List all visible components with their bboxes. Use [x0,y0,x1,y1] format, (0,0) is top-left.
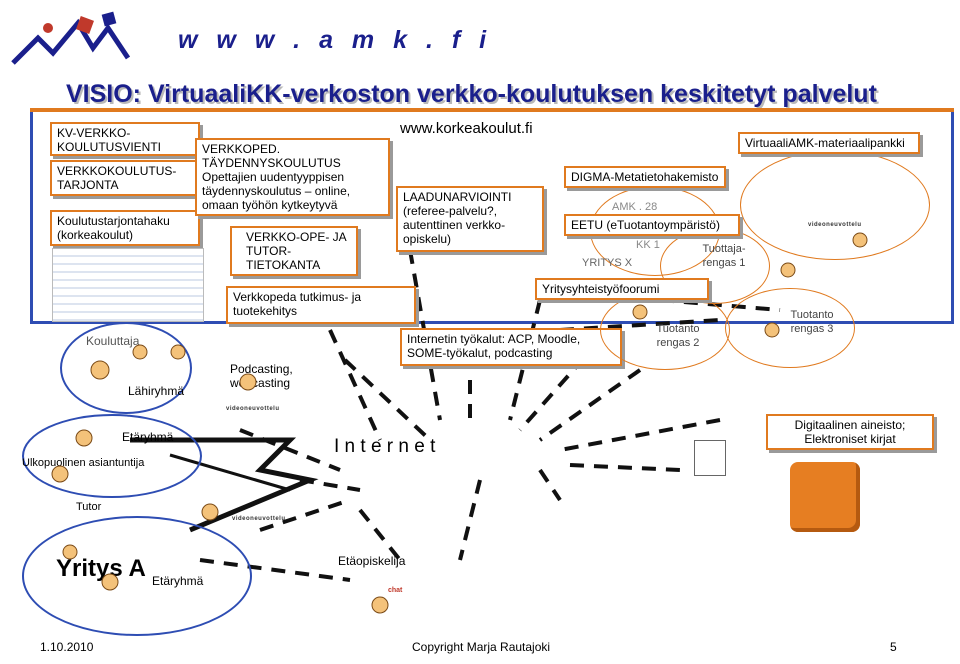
course-offering-text: VERKKOKOULUTUS-TARJONTA [57,164,177,192]
quality-text: LAADUNARVIOINTI (referee-palvelu?, auten… [403,190,512,246]
production-ring-2-label: Tuotanto rengas 2 [656,323,700,349]
local-group-ellipse [60,322,192,414]
remote-group-2-label: Etäryhmä [152,574,204,588]
footer-copyright: Copyright Marja Rautajoki [412,640,551,654]
company-a-ellipse [22,516,252,636]
remote-group-label: Etäryhmä [122,430,174,444]
page-title: VISIO: VirtuaaliKK-verkoston verkko-koul… [66,80,877,108]
tutor-database-box: VERKKO-OPE- JA TUTOR-TIETOKANTA [230,226,358,276]
research-box: Verkkopeda tutkimus- ja tuotekehitys [226,286,416,324]
orange-divider [30,108,954,112]
training-box: VERKKOPED. TÄYDENNYSKOULUTUS Opettajien … [195,138,390,216]
quality-box: LAADUNARVIOINTI (referee-palvelu?, auten… [396,186,544,252]
metadata-directory-box: DIGMA-Metatietohakemisto [564,166,726,188]
logo-graphic-icon [11,11,131,65]
portal-url[interactable]: www.korkeakoulut.fi [400,120,533,137]
production-ring-3-label: Tuotanto rengas 3 [790,309,834,335]
course-search-text: Koulutustarjontahaku (korkeakoulut) [57,214,170,242]
internet-label: I n t e r n e t [334,436,436,457]
digital-material-box: Digitaalinen aineisto; Elektroniset kirj… [766,414,934,450]
research-text: Verkkopeda tutkimus- ja tuotekehitys [233,290,362,318]
kv-export-box: KV-VERKKO-KOULUTUSVIENTI [50,122,200,156]
tutor-database-text: VERKKO-OPE- JA TUTOR-TIETOKANTA [246,230,347,272]
e-book-icon [790,462,860,532]
production-env-box: EETU (eTuotantoympäristö) [564,214,740,236]
company-x-label: YRITYS X [582,257,633,269]
local-group-label: Lähiryhmä [128,384,185,398]
amk-label: AMK . 28 [612,201,658,213]
internet-tools-box: Internetin työkalut: ACP, Moodle, SOME-t… [400,328,622,366]
material-bank-text: VirtuaaliAMK-materiaalipankki [745,136,905,150]
amk-logo [8,8,178,78]
remote-student-label: Etäopiskelija [338,554,406,568]
company-forum-box: Yritysyhteistyöfoorumi [535,278,709,300]
remote-group-ellipse [22,414,202,498]
course-offering-box: VERKKOKOULUTUS-TARJONTA [50,160,200,196]
external-expert-label: Ulkopuolinen asiantuntija [22,457,145,469]
kv-export-text: KV-VERKKO-KOULUTUSVIENTI [57,126,162,154]
company-forum-text: Yritysyhteistyöfoorumi [542,282,660,296]
digital-material-text: Digitaalinen aineisto; Elektroniset kirj… [794,418,906,446]
production-env-text: EETU (eTuotantoympäristö) [571,218,720,232]
videoconference-label-2: videoneuvottelu [226,406,280,412]
logo-url-text: w w w . a m k . f i [178,26,493,54]
production-ring-3 [725,288,855,368]
footer-page-number: 5 [890,640,897,654]
videoconference-label-1: videoneuvottelu [808,222,862,228]
training-text: VERKKOPED. TÄYDENNYSKOULUTUS Opettajien … [202,142,351,212]
search-screenshot [52,248,204,322]
videoconference-label-3: videoneuvottelu [232,516,286,522]
trainer-label: Kouluttaja [86,334,140,348]
tutor-label: Tutor [76,501,102,513]
producer-ring-1-label: Tuottaja-rengas 1 [702,243,746,269]
course-search-box[interactable]: Koulutustarjontahaku (korkeakoulut) [50,210,200,246]
chat-label: chat [388,587,403,594]
document-icon [694,440,726,476]
material-bank-box: VirtuaaliAMK-materiaalipankki [738,132,920,154]
internet-tools-text: Internetin työkalut: ACP, Moodle, SOME-t… [407,332,581,360]
kk-label: KK 1 [636,239,660,251]
footer-date: 1.10.2010 [40,640,94,654]
metadata-directory-text: DIGMA-Metatietohakemisto [571,170,719,184]
